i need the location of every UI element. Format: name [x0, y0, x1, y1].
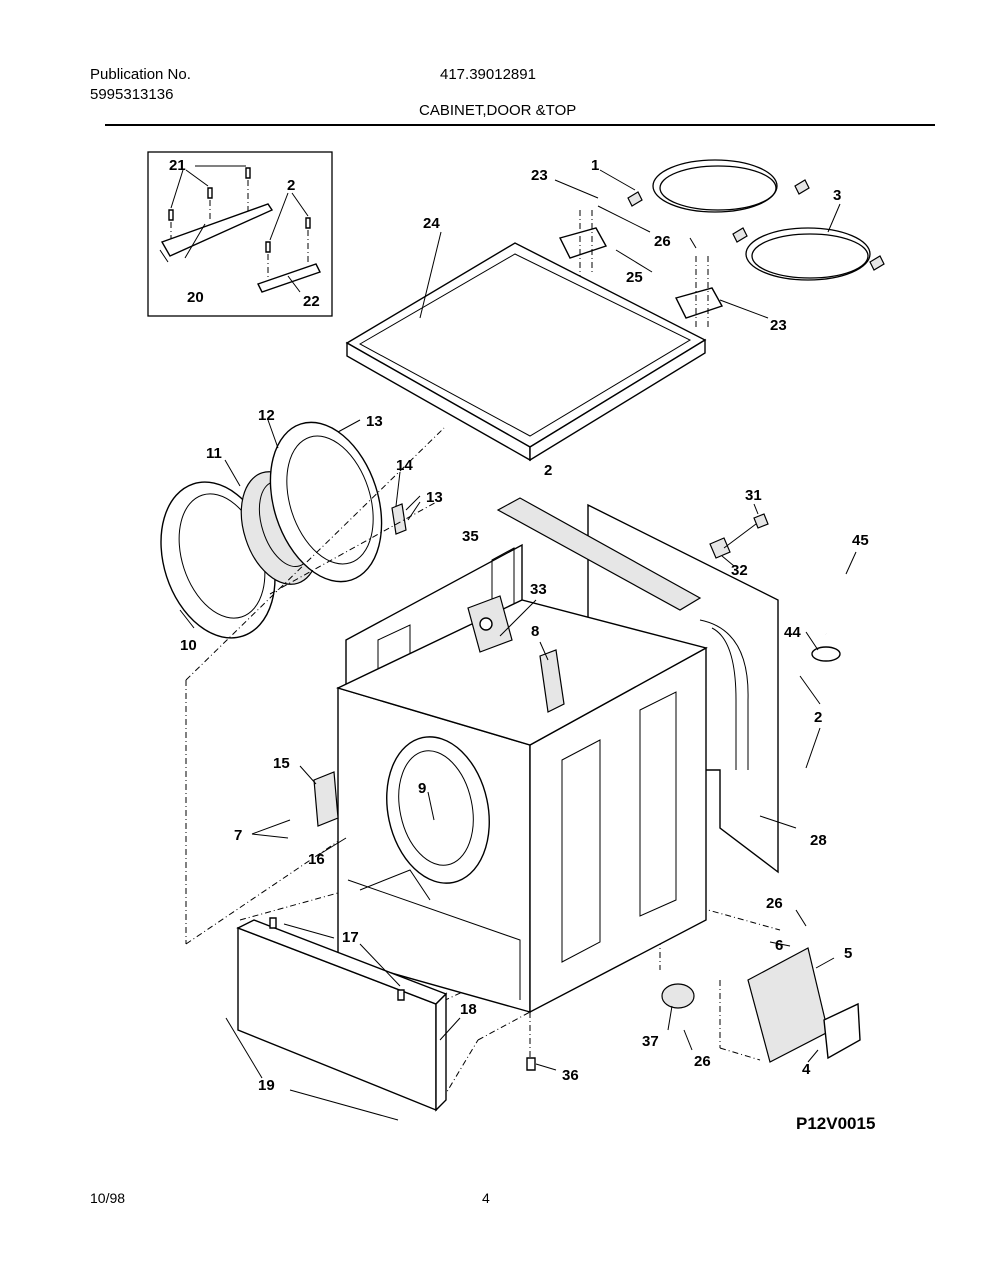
door-assembly — [160, 419, 441, 639]
kickplate — [225, 917, 461, 1121]
model-number: 417.39012891 — [440, 66, 536, 83]
header-rule — [105, 124, 935, 126]
callout-44: 44 — [784, 624, 801, 641]
callout-23-top: 23 — [531, 167, 548, 184]
callout-26-bottom: 26 — [694, 1053, 711, 1070]
section-title: CABINET,DOOR &TOP — [419, 102, 577, 119]
callout-2-back: 2 — [814, 709, 822, 726]
callout-8: 8 — [531, 623, 539, 640]
publication-label: Publication No. — [90, 66, 191, 83]
callout-33: 33 — [530, 581, 547, 598]
callout-11: 11 — [206, 445, 222, 462]
callout-1: 1 — [591, 157, 599, 174]
top-brackets — [554, 179, 769, 330]
callout-37: 37 — [642, 1033, 659, 1050]
callout-28: 28 — [810, 832, 827, 849]
callout-24: 24 — [423, 215, 440, 232]
callout-26-top: 26 — [654, 233, 671, 250]
top-panel — [345, 231, 707, 462]
cabinet — [251, 497, 779, 1014]
callout-22: 22 — [303, 293, 320, 310]
callout-16: 16 — [308, 851, 325, 868]
callout-15: 15 — [273, 755, 290, 772]
callout-10: 10 — [180, 637, 197, 654]
callout-2-cabinet: 2 — [544, 462, 552, 479]
callout-23-right: 23 — [770, 317, 787, 334]
callout-6: 6 — [775, 937, 783, 954]
callout-12: 12 — [258, 407, 275, 424]
callout-17: 17 — [342, 929, 359, 946]
callout-36: 36 — [562, 1067, 579, 1084]
callout-9: 9 — [418, 780, 426, 797]
publication-number: 5995313136 — [90, 86, 174, 103]
callout-5: 5 — [844, 945, 852, 962]
callout-4: 4 — [802, 1061, 811, 1078]
callout-labels: 21 2 20 22 1 23 24 26 3 25 23 12 13 11 1… — [169, 157, 875, 1133]
callout-26-pump: 26 — [766, 895, 783, 912]
footer-date: 10/98 — [90, 1190, 126, 1206]
footer-page-number: 4 — [482, 1190, 490, 1206]
callout-13-top: 13 — [366, 413, 383, 430]
pump-assembly — [526, 909, 861, 1071]
callout-14: 14 — [396, 457, 413, 474]
callout-21: 21 — [169, 157, 186, 174]
callout-13-side: 13 — [426, 489, 443, 506]
callout-25: 25 — [626, 269, 643, 286]
callout-2-inset: 2 — [287, 177, 295, 194]
callout-31: 31 — [745, 487, 762, 504]
fill-hoses — [599, 159, 885, 281]
callout-3: 3 — [833, 187, 841, 204]
diagram-code: P12V0015 — [796, 1114, 875, 1133]
right-side-parts — [709, 503, 862, 829]
callout-7: 7 — [234, 827, 242, 844]
callout-20: 20 — [187, 289, 204, 306]
inset-box — [147, 151, 333, 317]
inset-parts — [159, 165, 321, 293]
callout-19: 19 — [258, 1077, 275, 1094]
callout-32: 32 — [731, 562, 748, 579]
callout-45: 45 — [852, 532, 869, 549]
callout-18: 18 — [460, 1001, 477, 1018]
callout-35: 35 — [462, 528, 479, 545]
